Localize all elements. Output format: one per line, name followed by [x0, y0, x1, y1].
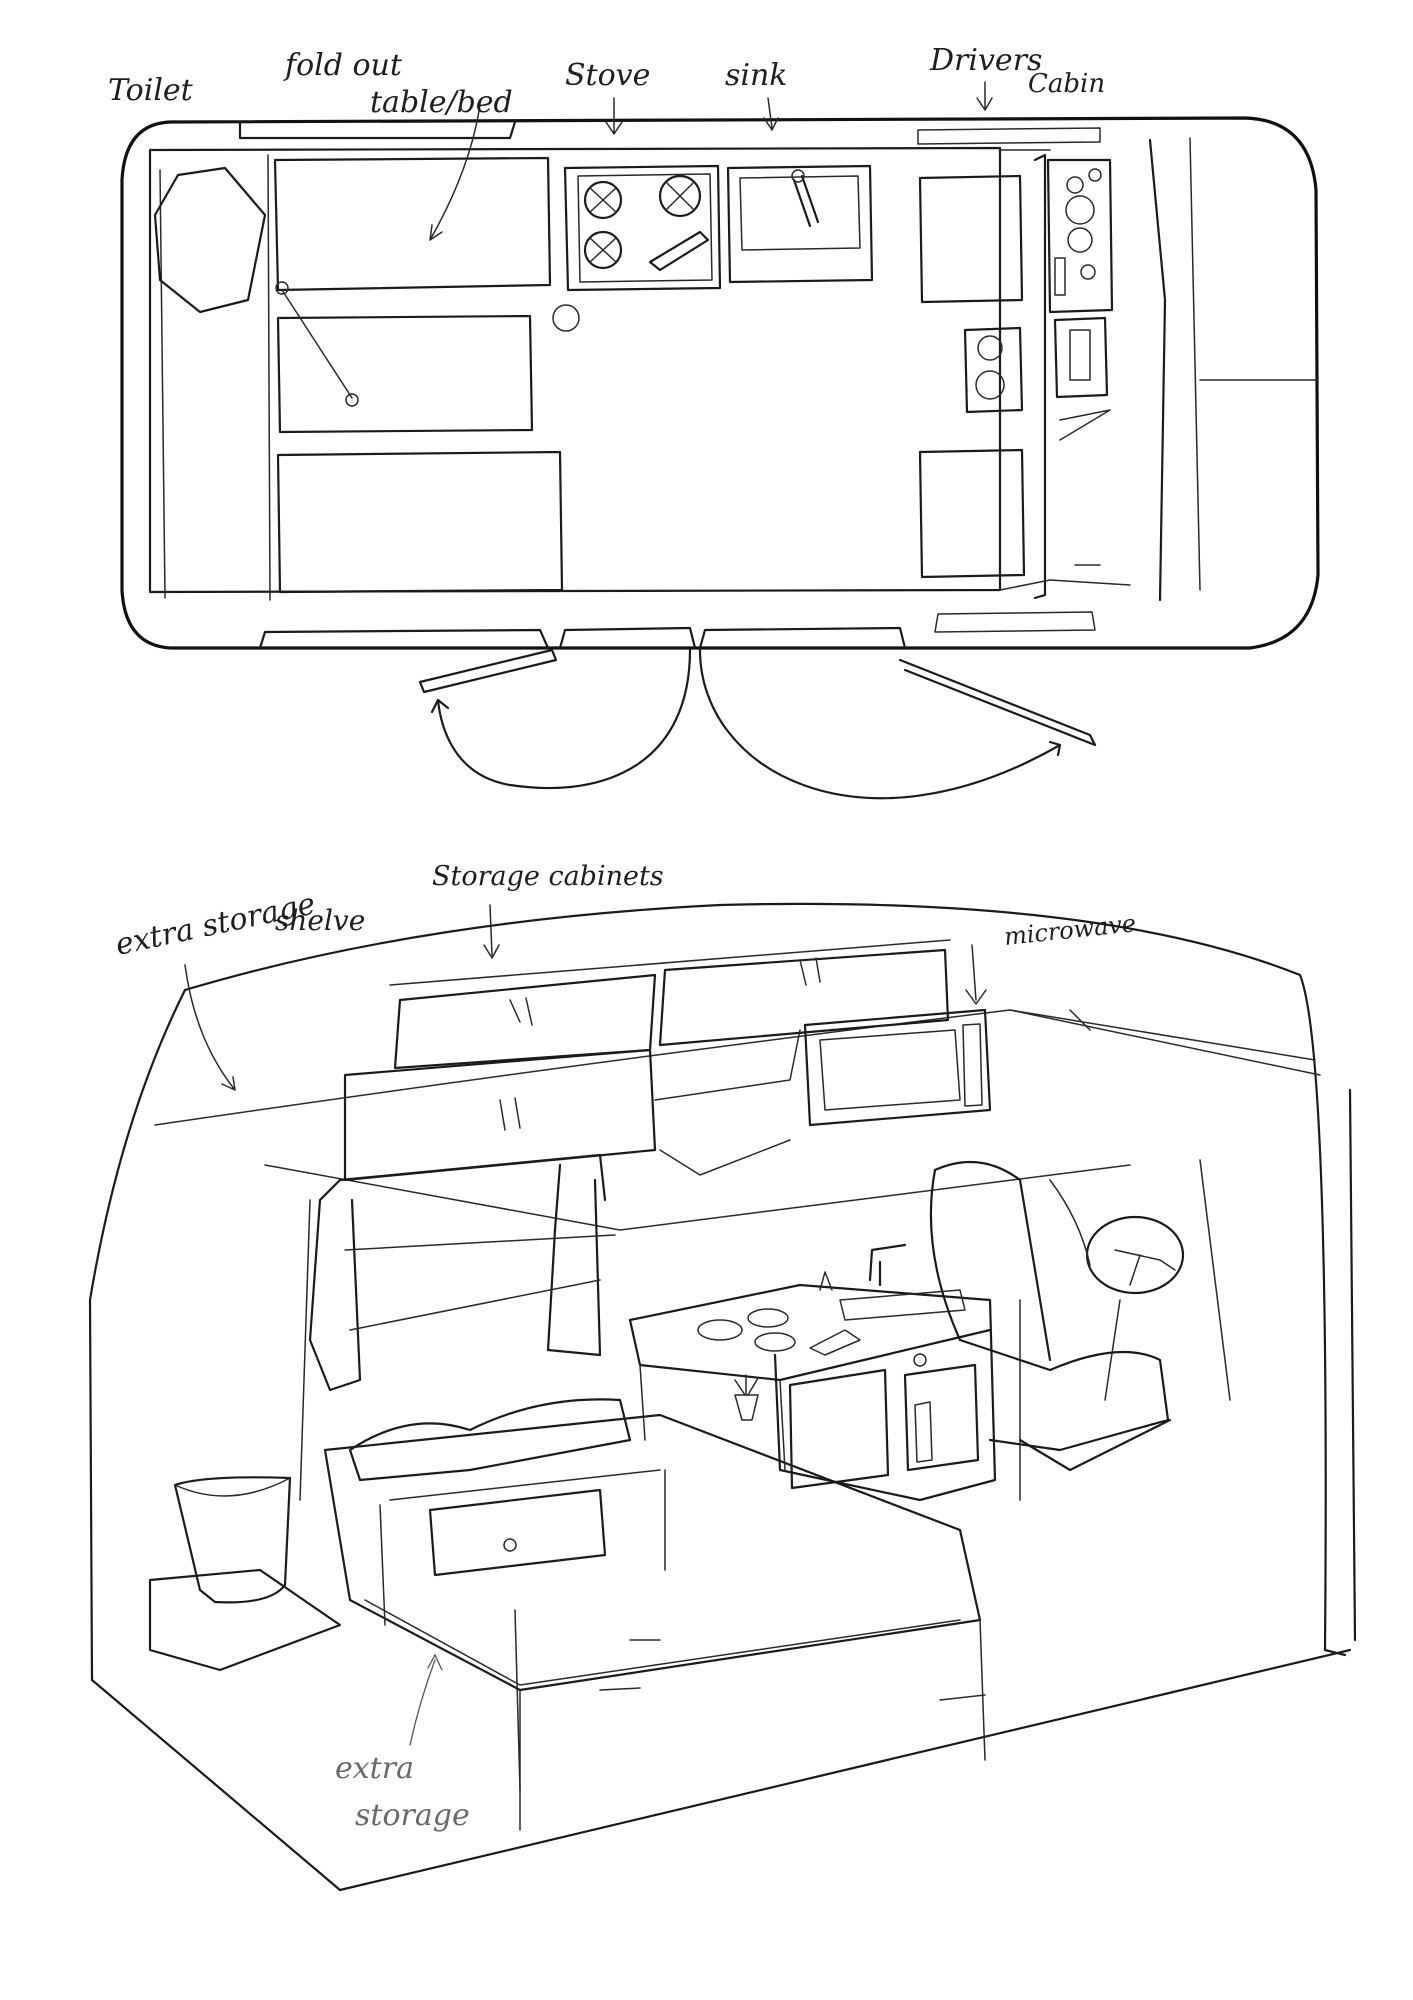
curtain-right [546, 1163, 602, 1357]
label-stove: Stove [565, 58, 650, 93]
label-sink: sink [725, 58, 788, 93]
side-door-right [898, 658, 1097, 747]
label-microwave: microwave [1003, 909, 1138, 951]
plan-labels: Toilet fold out table/bed Stove sink Dri… [108, 43, 1105, 120]
shell-outline [183, 902, 1327, 1652]
van-body-outline [120, 116, 1320, 650]
driver-seat [929, 1168, 1170, 1452]
perspective-view [88, 902, 1357, 1892]
floor-plan [120, 116, 1320, 800]
fold-out-table-bed [273, 156, 552, 292]
perspective-arrows [184, 904, 987, 1746]
label-table-bed: table/bed [370, 85, 513, 120]
bed-bench [323, 1413, 982, 1692]
label-storage: storage [355, 1798, 470, 1833]
kitchen-counter [628, 1283, 997, 1502]
label-shelve: shelve [275, 904, 365, 937]
curtain-left [308, 1178, 362, 1392]
drivers-cabin [918, 174, 1024, 304]
label-cabin: Cabin [1028, 69, 1105, 99]
sink [726, 164, 874, 284]
upper-cabinet-right [658, 948, 950, 1047]
toilet-shape [153, 166, 267, 314]
microwave [803, 1008, 992, 1127]
upper-cabinet-left [393, 973, 657, 1070]
plan-arrows [429, 81, 993, 241]
label-drivers: Drivers [929, 43, 1042, 78]
inner-wall [148, 146, 1002, 594]
sink-faucet [868, 1243, 907, 1287]
side-door-left [418, 648, 558, 694]
label-extra: extra [335, 1751, 414, 1786]
stove [563, 164, 722, 292]
label-toilet: Toilet [108, 73, 194, 108]
label-storage-cabinets: Storage cabinets [432, 861, 664, 892]
label-fold-out: fold out [283, 48, 403, 83]
toilet-bucket [173, 1476, 292, 1604]
stove-burner [697, 1319, 743, 1341]
